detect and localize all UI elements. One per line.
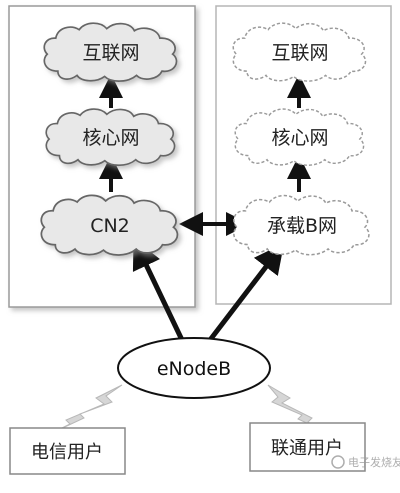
user-box-unicom: 联通用户: [249, 422, 366, 472]
user-box-telecom: 电信用户: [9, 427, 126, 475]
enodeb-node: eNodeB: [117, 337, 271, 399]
link-enodeb-to-cn2: [132, 238, 185, 342]
cloud-label: 核心网: [271, 127, 328, 149]
cloud-bearer-b-net: 承载B网: [233, 194, 370, 256]
cloud-internet-right: 互联网: [232, 22, 367, 82]
cloud-core-left: 核心网: [45, 108, 176, 167]
cloud-core-right: 核心网: [234, 108, 365, 166]
watermark: 电子发烧友: [331, 455, 400, 469]
user-label-unicom: 联通用户: [271, 438, 343, 459]
cloud-label: 互联网: [271, 42, 328, 64]
cloud-cn2: CN2: [40, 194, 179, 256]
cloud-label: 核心网: [82, 127, 139, 149]
user-label-telecom: 电信用户: [31, 442, 103, 463]
watermark-logo-icon: [331, 455, 345, 469]
lightning-icon: [53, 384, 123, 433]
enodeb-label: eNodeB: [157, 358, 231, 380]
link-enodeb-to-bnet: [208, 243, 285, 342]
cloud-label: 承载B网: [267, 215, 337, 237]
cloud-label: CN2: [90, 215, 130, 237]
cloud-internet-left: 互联网: [43, 22, 178, 82]
watermark-text: 电子发烧友: [348, 455, 400, 469]
cloud-label: 互联网: [82, 42, 139, 64]
